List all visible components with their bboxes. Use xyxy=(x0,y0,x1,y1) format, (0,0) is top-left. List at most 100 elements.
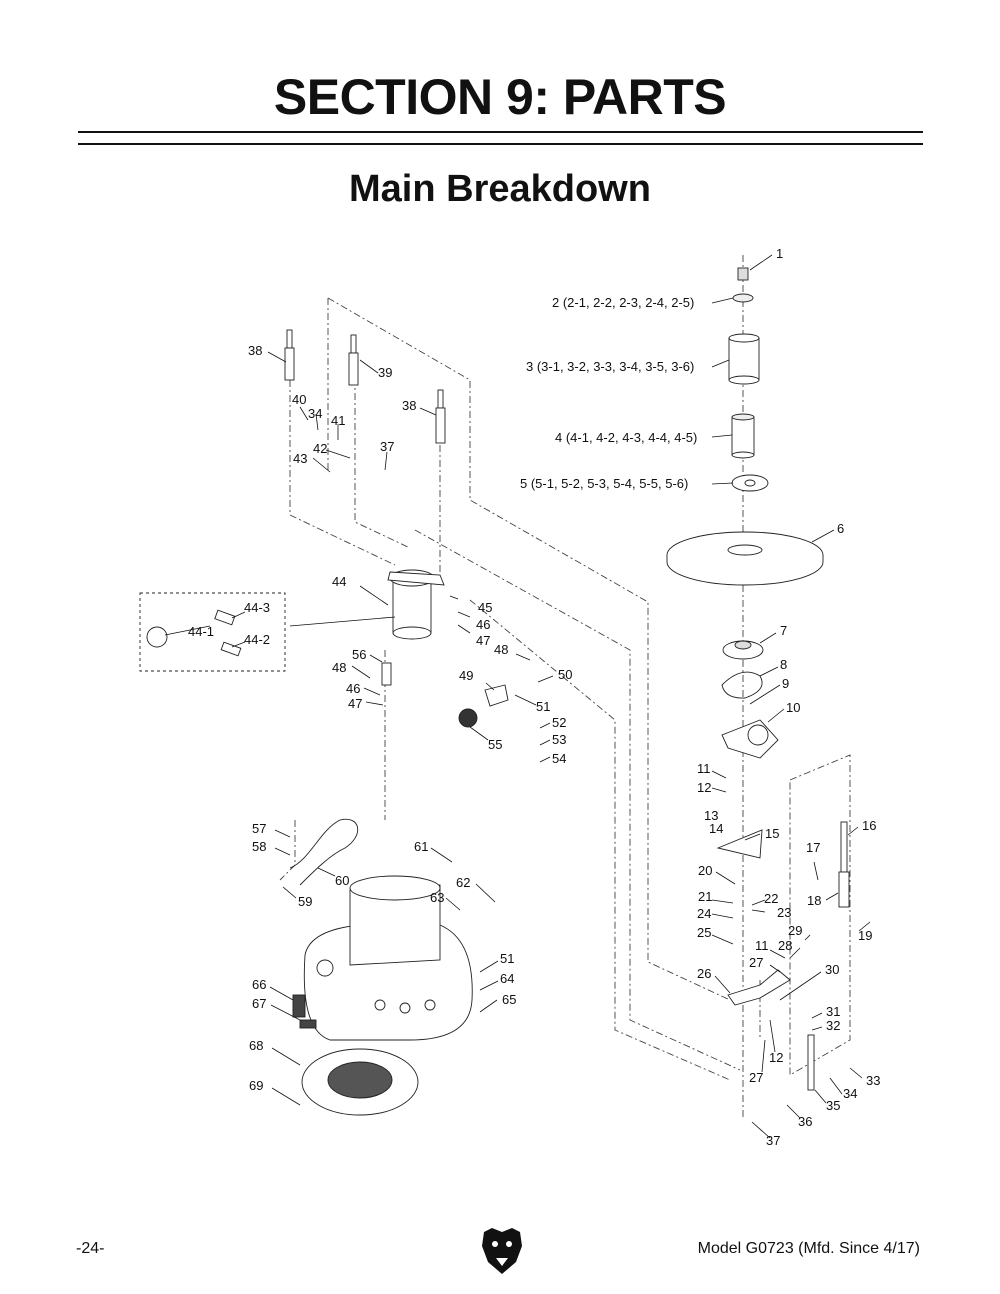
part-label: 21 xyxy=(698,889,712,904)
part-2-washer xyxy=(732,293,754,303)
part-44-1-blade xyxy=(146,626,168,648)
part-label: 47 xyxy=(476,633,490,648)
part-38-spindle xyxy=(435,389,446,444)
part-8-gasket xyxy=(721,671,763,699)
part-1-nut xyxy=(737,267,749,281)
part-label: 43 xyxy=(293,451,307,466)
part-label: 69 xyxy=(249,1078,263,1093)
part-55-knob xyxy=(458,708,478,728)
part-38-spindle xyxy=(284,329,295,381)
part-label: 11 xyxy=(697,761,711,776)
part-label: 31 xyxy=(826,1004,840,1019)
section-subtitle: Main Breakdown xyxy=(349,168,651,210)
part-label: 38 xyxy=(248,343,262,358)
part-label: 9 xyxy=(782,676,789,691)
part-label: 27 xyxy=(749,955,763,970)
part-label: 40 xyxy=(292,392,306,407)
part-label: 5 (5-1, 5-2, 5-3, 5-4, 5-5, 5-6) xyxy=(520,476,688,491)
part-label: 59 xyxy=(298,894,312,909)
part-5-sanding-disc xyxy=(731,474,769,492)
part-label: 44 xyxy=(332,574,346,589)
part-label: 46 xyxy=(476,617,490,632)
part-label: 10 xyxy=(786,700,800,715)
part-label: 44-3 xyxy=(244,600,270,615)
part-label: 1 xyxy=(776,246,783,261)
part-44-2-brush xyxy=(220,641,242,657)
part-label: 58 xyxy=(252,839,266,854)
dashed-assembly-line xyxy=(327,297,731,1001)
part-label: 13 xyxy=(704,808,718,823)
part-10-gear-housing xyxy=(721,719,779,759)
part-6-table xyxy=(666,531,824,586)
part-label: 4 (4-1, 4-2, 4-3, 4-4, 4-5) xyxy=(555,430,697,445)
dashed-assembly-line xyxy=(289,365,396,566)
part-label: 57 xyxy=(252,821,266,836)
part-label: 28 xyxy=(778,938,792,953)
part-label: 15 xyxy=(765,826,779,841)
part-label: 49 xyxy=(459,668,473,683)
title-rule-bottom xyxy=(78,143,923,145)
part-label: 45 xyxy=(478,600,492,615)
part-label: 33 xyxy=(866,1073,880,1088)
part-label: 62 xyxy=(456,875,470,890)
part-label: 48 xyxy=(494,642,508,657)
part-label: 61 xyxy=(414,839,428,854)
leader-lines xyxy=(164,254,871,1139)
part-label: 29 xyxy=(788,923,802,938)
part-label: 22 xyxy=(764,891,778,906)
part-label: 34 xyxy=(843,1086,857,1101)
part-65-base xyxy=(303,875,473,1041)
part-label: 3 (3-1, 3-2, 3-3, 3-4, 3-5, 3-6) xyxy=(526,359,694,374)
model-info: Model G0723 (Mfd. Since 4/17) xyxy=(697,1240,920,1257)
part-label: 26 xyxy=(697,966,711,981)
part-label: 60 xyxy=(335,873,349,888)
part-66-switch xyxy=(292,994,306,1018)
part-label: 46 xyxy=(346,681,360,696)
part-label: 12 xyxy=(697,780,711,795)
part-16-spindle xyxy=(838,821,850,908)
part-label: 68 xyxy=(249,1038,263,1053)
part-label: 35 xyxy=(826,1098,840,1113)
part-label: 54 xyxy=(552,751,566,766)
part-label: 64 xyxy=(500,971,514,986)
part-label: 20 xyxy=(698,863,712,878)
part-label: 56 xyxy=(352,647,366,662)
part-label: 66 xyxy=(252,977,266,992)
part-label: 12 xyxy=(769,1050,783,1065)
part-label: 18 xyxy=(807,893,821,908)
part-7-fan xyxy=(722,640,764,660)
part-label: 17 xyxy=(806,840,820,855)
part-label: 8 xyxy=(780,657,787,672)
part-4-drum xyxy=(731,413,755,459)
title-rule-top xyxy=(78,131,923,133)
part-label: 53 xyxy=(552,732,566,747)
part-label: 63 xyxy=(430,890,444,905)
part-label: 38 xyxy=(402,398,416,413)
part-label: 19 xyxy=(858,928,872,943)
part-label: 23 xyxy=(777,905,791,920)
part-label: 6 xyxy=(837,521,844,536)
part-label: 52 xyxy=(552,715,566,730)
part-60-power-cord xyxy=(289,818,359,886)
part-label: 41 xyxy=(331,413,345,428)
part-label: 55 xyxy=(488,737,502,752)
part-label: 32 xyxy=(826,1018,840,1033)
page-number: -24- xyxy=(76,1240,105,1257)
part-label: 47 xyxy=(348,696,362,711)
part-label: 34 xyxy=(308,406,322,421)
part-label: 7 xyxy=(780,623,787,638)
detail-box-44 xyxy=(139,592,286,672)
page-title: SECTION 9: PARTS xyxy=(273,69,727,125)
part-3-drum xyxy=(728,333,760,385)
part-label: 50 xyxy=(558,667,572,682)
part-label: 39 xyxy=(378,365,392,380)
part-label: 44-1 xyxy=(188,624,214,639)
part-label: 51 xyxy=(536,699,550,714)
part-label: 51 xyxy=(500,951,514,966)
part-15-bracket xyxy=(716,829,763,859)
part-44-motor xyxy=(387,569,445,640)
part-label: 24 xyxy=(697,906,711,921)
dashed-assembly-line xyxy=(414,529,741,1071)
part-67-switch-key xyxy=(299,1019,317,1029)
